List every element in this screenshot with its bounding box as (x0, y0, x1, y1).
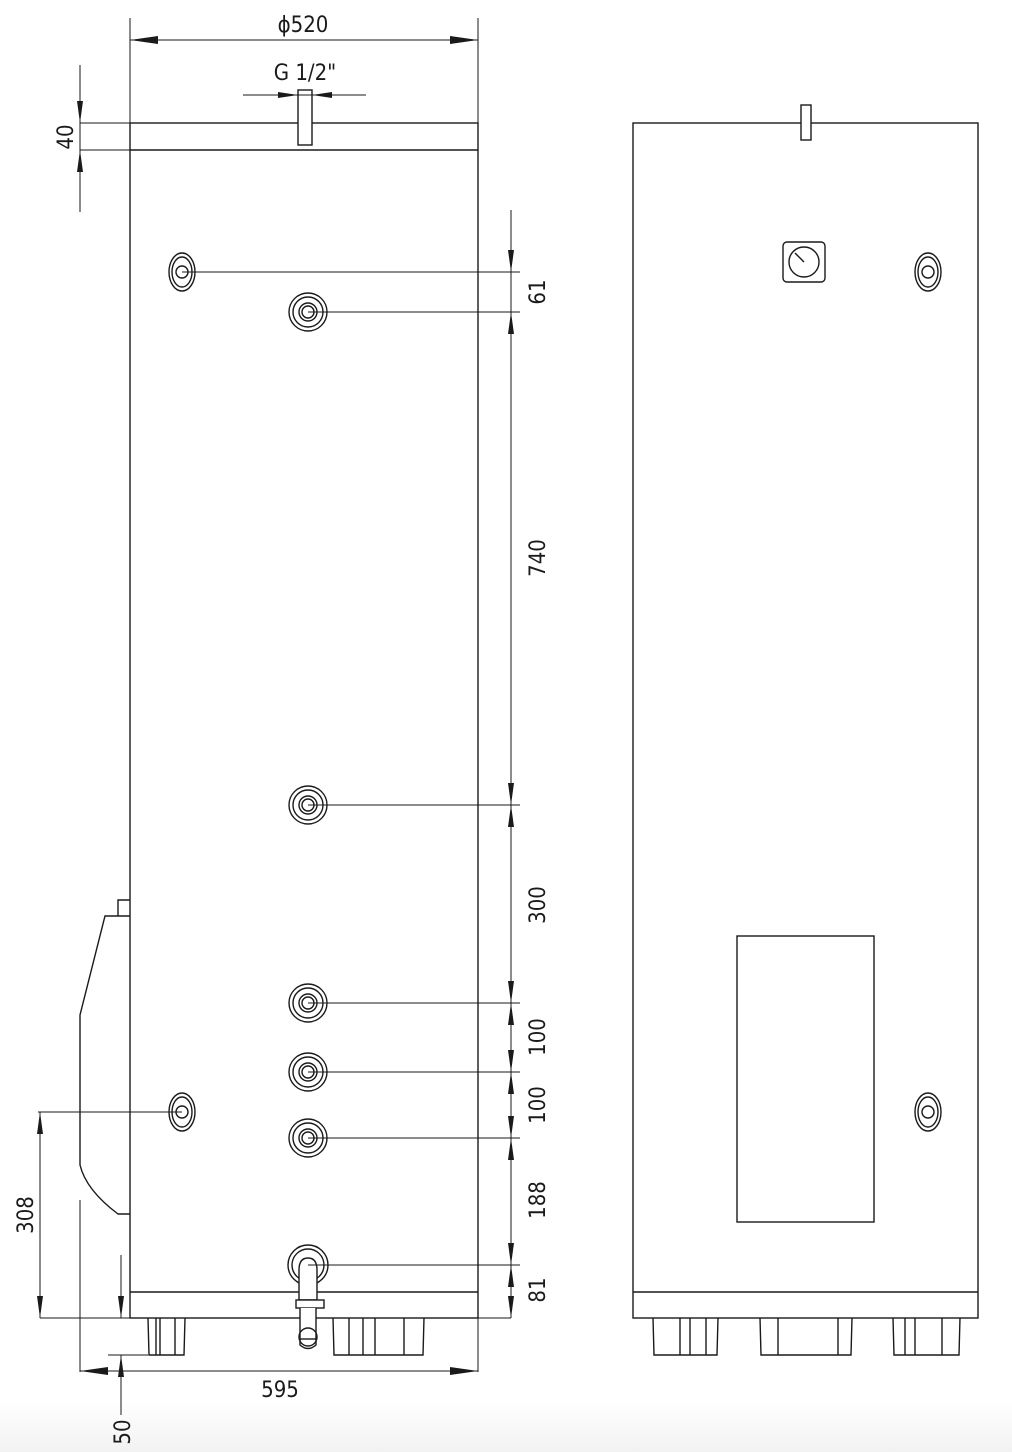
dimension-labels: ϕ520 G 1/2" 40 61 740 300 100 100 188 81… (14, 13, 551, 1445)
sensor-port-front-bottom (914, 1092, 942, 1132)
feet-front (652, 1317, 961, 1356)
cylinder-body-front (632, 122, 979, 1319)
gap-81-label: 81 (526, 1277, 551, 1302)
sensor-port-front-top (914, 252, 942, 292)
gap-100a-label: 100 (526, 1018, 551, 1056)
side-port-height-label: 308 (14, 1196, 39, 1234)
pressure-gauge-icon (782, 241, 826, 283)
diameter-label: ϕ520 (278, 13, 329, 38)
gap-61-label: 61 (526, 279, 551, 304)
gap-188-label: 188 (526, 1181, 551, 1219)
gap-100b-label: 100 (526, 1086, 551, 1124)
side-bracket (79, 899, 130, 1215)
drain-valve (287, 1244, 329, 1350)
control-panel (736, 935, 875, 1223)
gap-740-label: 740 (526, 539, 551, 577)
top-cap-label: 40 (54, 124, 79, 149)
top-connection (297, 89, 313, 146)
front-view (632, 104, 979, 1356)
foot-height-label: 50 (111, 1419, 136, 1444)
side-view (38, 89, 520, 1356)
cylinder-body (129, 122, 479, 1319)
pipe-ports (288, 292, 328, 1158)
port-leader-lines (38, 271, 520, 1266)
gap-300-label: 300 (526, 886, 551, 924)
depth-label: 595 (261, 1378, 299, 1403)
connection-label: G 1/2" (274, 61, 337, 86)
dimension-lines (37, 18, 514, 1415)
feet (147, 1317, 425, 1356)
